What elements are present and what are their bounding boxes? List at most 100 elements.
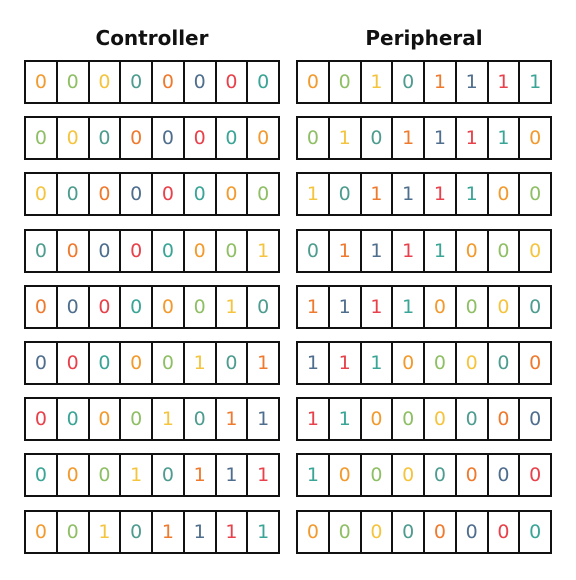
bit-cell: 0 <box>90 118 122 158</box>
bit-cell: 0 <box>217 174 249 214</box>
bit-cell: 1 <box>489 118 521 158</box>
bit-cell: 1 <box>257 521 270 543</box>
bit-cell: 1 <box>298 343 330 383</box>
bit-cell: 1 <box>457 174 489 214</box>
bit-cell: 0 <box>330 512 362 552</box>
bit-cell: 1 <box>298 399 330 439</box>
bit-cell: 0 <box>393 399 425 439</box>
bit-cell: 0 <box>121 118 153 158</box>
bit-cell: 0 <box>529 352 542 374</box>
bit-cell: 0 <box>362 455 394 495</box>
bit-cell: 1 <box>185 343 217 383</box>
bit-cell: 0 <box>121 174 153 214</box>
bit-cell: 0 <box>153 343 185 383</box>
bit-cell: 0 <box>489 455 521 495</box>
bit-cell: 0 <box>58 343 90 383</box>
bit-cell: 1 <box>330 343 362 383</box>
bit-cell: 0 <box>58 399 90 439</box>
bit-cell: 0 <box>26 399 58 439</box>
bit-cell: 0 <box>58 287 90 327</box>
bit-cell: 0 <box>153 455 185 495</box>
bit-cell: 1 <box>330 287 362 327</box>
bit-cell: 0 <box>529 240 542 262</box>
bit-cell: 1 <box>298 287 330 327</box>
bit-cell: 0 <box>393 455 425 495</box>
bit-cell: 0 <box>529 408 542 430</box>
bit-cell: 0 <box>298 512 330 552</box>
bit-cell: 0 <box>90 62 122 102</box>
bit-cell: 1 <box>257 408 270 430</box>
bit-cell: 0 <box>58 455 90 495</box>
bit-cell: 0 <box>153 62 185 102</box>
bit-cell: 1 <box>217 287 249 327</box>
bit-cell: 0 <box>90 455 122 495</box>
bit-cell: 1 <box>298 174 330 214</box>
bit-cell: 0 <box>257 183 270 205</box>
bit-cell: 0 <box>185 174 217 214</box>
bit-cell: 1 <box>393 118 425 158</box>
bit-cell: 0 <box>425 287 457 327</box>
bit-cell: 0 <box>529 183 542 205</box>
bit-cell: 1 <box>217 512 249 552</box>
bit-cell: 0 <box>489 174 521 214</box>
bit-cell: 1 <box>362 62 394 102</box>
bit-cell: 0 <box>26 118 58 158</box>
bit-cell: 0 <box>58 512 90 552</box>
bit-cell: 0 <box>425 512 457 552</box>
bit-cell: 0 <box>489 287 521 327</box>
bit-cell: 0 <box>457 455 489 495</box>
bit-cell: 1 <box>298 455 330 495</box>
bit-cell: 1 <box>153 512 185 552</box>
bit-cell: 0 <box>529 127 542 149</box>
bit-cell: 0 <box>217 343 249 383</box>
bit-cell: 0 <box>257 127 270 149</box>
bit-cell: 0 <box>298 62 330 102</box>
bit-cell: 0 <box>257 71 270 93</box>
bit-cell: 0 <box>26 343 58 383</box>
bit-cell: 1 <box>393 231 425 271</box>
bit-cell: 0 <box>90 231 122 271</box>
bit-cell: 1 <box>425 118 457 158</box>
bit-cell: 0 <box>58 118 90 158</box>
bit-cell: 0 <box>185 118 217 158</box>
bit-cell: 1 <box>185 455 217 495</box>
bit-cell: 1 <box>425 62 457 102</box>
bit-cell: 0 <box>58 231 90 271</box>
bit-cell: 0 <box>217 62 249 102</box>
bit-cell: 0 <box>298 118 330 158</box>
bit-cell: 0 <box>185 287 217 327</box>
bit-cell: 1 <box>185 512 217 552</box>
bit-cell: 0 <box>457 231 489 271</box>
bit-cell: 0 <box>425 343 457 383</box>
bit-cell: 0 <box>58 174 90 214</box>
bit-cell: 0 <box>90 287 122 327</box>
bit-cell: 0 <box>121 231 153 271</box>
bit-cell: 0 <box>489 399 521 439</box>
bit-cell: 0 <box>58 62 90 102</box>
bit-cell: 1 <box>362 343 394 383</box>
bit-cell: 0 <box>90 343 122 383</box>
bit-cell: 0 <box>26 231 58 271</box>
bit-cell: 1 <box>257 352 270 374</box>
bit-cell: 1 <box>425 174 457 214</box>
bit-cell: 0 <box>26 512 58 552</box>
bit-cell: 0 <box>457 399 489 439</box>
bit-cell: 0 <box>298 231 330 271</box>
bit-cell: 1 <box>393 174 425 214</box>
bit-cell: 0 <box>362 512 394 552</box>
bit-cell: 1 <box>457 62 489 102</box>
bit-cell: 0 <box>26 455 58 495</box>
bit-cell: 1 <box>90 512 122 552</box>
bit-cell: 0 <box>489 512 521 552</box>
bit-cell: 1 <box>529 71 542 93</box>
